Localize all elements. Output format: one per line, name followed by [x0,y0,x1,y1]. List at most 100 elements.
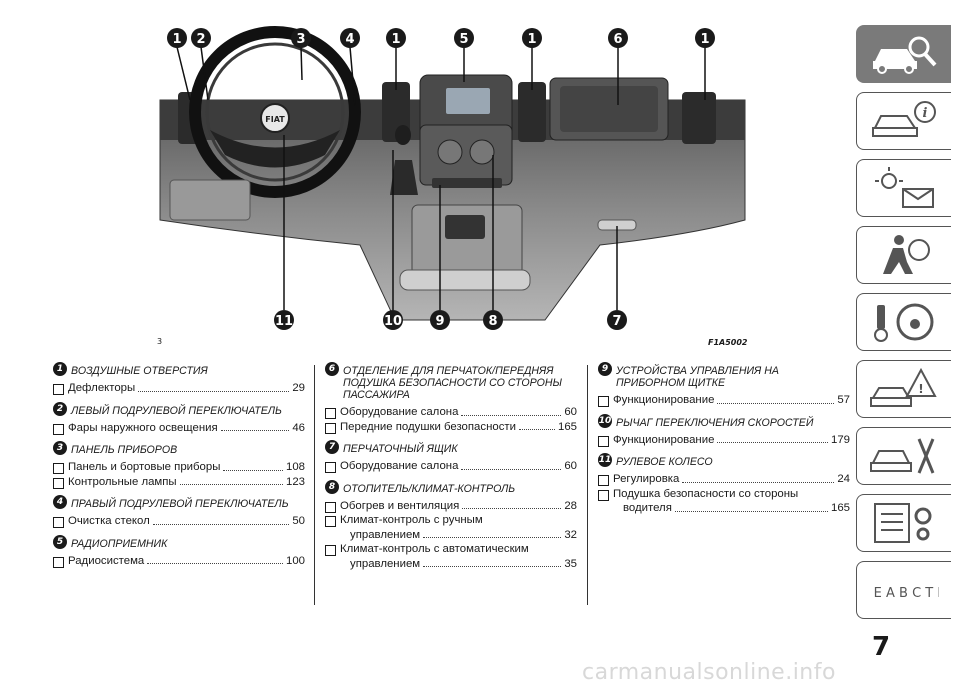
leader-dots [423,528,562,538]
entry-page: 46 [292,421,305,434]
tab-car-search[interactable] [856,25,951,83]
leader-dots [717,433,828,443]
section-title: ПАНЕЛЬ ПРИБОРОВ [71,444,178,456]
tab-index[interactable]: Z E A B C T D [856,561,951,619]
section-title: УСТРОЙСТВА УПРАВЛЕНИЯ НА ПРИБОРНОМ ЩИТКЕ [616,365,779,389]
callout-label: 6 [613,32,622,47]
tab-technical-specs[interactable] [856,494,951,552]
leader-dots [152,514,290,525]
callout-label: 11 [275,314,293,329]
key-steering-wheel-icon [874,303,934,342]
leader-dots [220,421,290,431]
tab-car-info[interactable]: i [856,92,951,150]
entry-label: Подушка безопасности со стороны [613,487,799,500]
chapter-sidebar: i ! Z E A B C T D [856,25,956,628]
section-heading: 1 ВОЗДУШНЫЕ ОТВЕРСТИЯ [53,362,305,377]
index-entry[interactable]: Фары наружного освещения 46 [53,421,305,436]
section-title: ПРАВЫЙ ПОДРУЛЕВОЙ ПЕРЕКЛЮЧАТЕЛЬ [71,498,289,510]
entry-label-cont: управлением [350,528,421,541]
airbag-person-icon [883,235,930,274]
leader-dots [223,460,283,471]
index-entry[interactable]: Обогрев и вентиляция 28 [325,499,577,514]
tab-maintenance[interactable] [856,427,951,485]
index-section: 6 ОТДЕЛЕНИЕ ДЛЯ ПЕРЧАТОК/ПЕРЕДНЯЯ ПОДУШК… [325,362,577,435]
index-section: 10 РЫЧАГ ПЕРЕКЛЮЧЕНИЯ СКОРОСТЕЙ Функцион… [598,413,850,448]
callout-3: 3 [291,28,311,48]
svg-text:!: ! [918,382,923,396]
callout-label: 5 [459,32,468,47]
entry-page: 28 [564,499,577,512]
leader-dots [674,501,828,512]
car-skid-warning-icon: ! [870,367,937,407]
callout-1d: 1 [695,28,715,48]
checkbox-square-icon [598,475,609,486]
entry-label: Обогрев и вентиляция [340,499,460,512]
checkbox-square-icon [53,463,64,474]
entry-label: Регулировка [613,473,680,485]
entry-label: Фары наружного освещения [68,421,218,434]
entry-page: 123 [285,475,305,488]
tab-warning-lights[interactable] [856,159,951,217]
section-number-badge: 10 [598,413,612,428]
tab-safety[interactable] [856,226,951,284]
checkbox-square-icon [598,435,609,447]
leader-dots [138,381,290,392]
entry-label-cont: водителя [623,502,672,514]
callout-4: 4 [340,28,360,48]
car-info-icon: i [872,101,936,137]
tab-emergency[interactable]: ! [856,360,951,418]
checkbox-square-icon [598,396,609,407]
entry-label: Панель и бортовые приборы [68,461,221,473]
callout-label: 1 [391,32,400,47]
tab-starting-driving[interactable] [856,293,951,351]
column-divider [314,365,315,605]
entry-label: Функционирование [613,394,715,406]
entry-label: Дефлекторы [68,382,136,394]
callout-1b: 1 [386,28,406,48]
entry-page: 50 [292,515,305,527]
column-divider [587,365,588,605]
callout-label: 9 [435,314,444,329]
entry-label: Радиосистема [68,554,145,567]
section-number-badge: 6 [325,362,339,376]
entry-label: Климат-контроль с автоматическим [340,543,529,555]
section-number-badge: 9 [598,362,612,376]
index-column-2: 6 ОТДЕЛЕНИЕ ДЛЯ ПЕРЧАТОК/ПЕРЕДНЯЯ ПОДУШК… [325,362,577,580]
section-number-badge: 7 [325,440,339,454]
section-number-badge: 8 [325,479,339,494]
section-heading: 6 ОТДЕЛЕНИЕ ДЛЯ ПЕРЧАТОК/ПЕРЕДНЯЯ ПОДУШК… [325,362,577,401]
checkbox-square-icon [53,477,64,489]
callout-label: 10 [384,314,402,329]
leader-dots [682,472,835,483]
callout-label: 1 [172,32,181,47]
callout-10: 10 [383,310,403,330]
callout-7: 7 [607,310,627,330]
index-section: 2 ЛЕВЫЙ ПОДРУЛЕВОЙ ПЕРЕКЛЮЧАТЕЛЬ Фары на… [53,401,305,436]
dashboard-illustration: FIAT 1 2 3 4 1 5 1 6 1 11 10 9 8 7 [159,26,746,330]
section-number-badge: 5 [53,534,67,549]
section-number-badge: 2 [53,401,67,416]
callout-1a: 1 [167,28,187,48]
entry-label: Оборудование салона [340,460,459,472]
checkbox-square-icon [53,423,64,435]
entry-page: 24 [837,473,850,485]
leader-dots [461,459,562,470]
index-entry[interactable]: Регулировка 24 [598,472,850,487]
alphabet-index-icon: Z E A B C T D [869,586,939,601]
section-title: РУЛЕВОЕ КОЛЕСО [616,456,713,468]
